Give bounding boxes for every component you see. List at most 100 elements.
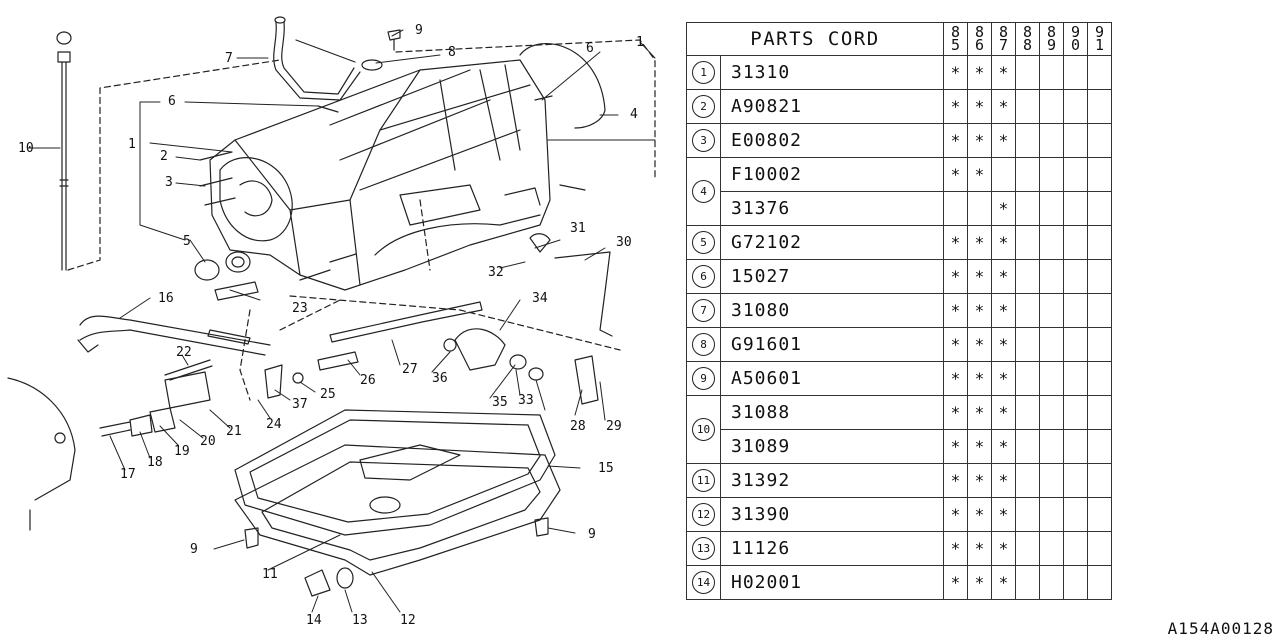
ref-number: 4 (692, 180, 715, 203)
callout-number: 31 (570, 221, 586, 236)
ref-number: 11 (692, 469, 715, 492)
year-mark (1039, 531, 1064, 566)
ref-cell: 9 (686, 361, 721, 396)
year-mark (1063, 123, 1088, 158)
part-code: 15027 (720, 259, 944, 294)
table-row: 31376* (687, 191, 1112, 226)
year-mark: * (967, 293, 992, 328)
callout-number: 12 (400, 613, 416, 628)
ref-number: 5 (692, 231, 715, 254)
year-mark (1063, 89, 1088, 124)
pin-drawing (214, 281, 259, 301)
year-mark (1039, 327, 1064, 362)
cable-drawing (77, 315, 271, 356)
year-mark (1063, 225, 1088, 260)
year-mark (1087, 293, 1112, 328)
year-mark: * (943, 225, 968, 260)
part-code: 31376 (720, 191, 944, 226)
callout-number: 1 (128, 137, 136, 152)
part-code: H02001 (720, 565, 944, 600)
year-mark (1087, 531, 1112, 566)
callout-number: 7 (225, 51, 233, 66)
year-mark (1015, 123, 1040, 158)
year-mark (1087, 123, 1112, 158)
year-mark (1015, 395, 1040, 430)
year-mark (943, 191, 968, 226)
year-mark (1039, 429, 1064, 464)
year-mark: * (943, 123, 968, 158)
year-mark: * (991, 463, 1016, 498)
year-digit: 9 (1046, 36, 1057, 54)
year-mark (1039, 89, 1064, 124)
callout-number: 29 (606, 419, 622, 434)
callout-number: 32 (488, 265, 504, 280)
year-mark (1063, 259, 1088, 294)
exploded-parts-diagram: 1123456678999101112131415161718192021222… (7, 16, 656, 628)
ref-cell: 6 (686, 259, 721, 294)
part-code: 31310 (720, 55, 944, 90)
year-mark: * (991, 361, 1016, 396)
part-code: 11126 (720, 531, 944, 566)
year-mark (1015, 327, 1040, 362)
year-mark (1063, 55, 1088, 90)
seal-drawing (194, 259, 220, 281)
year-mark (1039, 497, 1064, 532)
callout-number: 2 (160, 149, 168, 164)
year-mark (1063, 191, 1088, 226)
callout-number: 16 (158, 291, 174, 306)
ref-cell: 8 (686, 327, 721, 362)
ref-number: 14 (692, 571, 715, 594)
year-mark: * (991, 225, 1016, 260)
year-mark: * (991, 531, 1016, 566)
year-mark: * (991, 327, 1016, 362)
part-code: F10002 (720, 157, 944, 192)
callout-number: 27 (402, 362, 418, 377)
year-mark: * (967, 463, 992, 498)
drawing-id: A154A00128 (1167, 619, 1274, 638)
year-mark: * (943, 55, 968, 90)
year-mark: * (943, 531, 968, 566)
year-mark: * (967, 497, 992, 532)
callout-number: 17 (120, 467, 136, 482)
year-mark (1015, 497, 1040, 532)
year-mark (1087, 89, 1112, 124)
year-mark: * (967, 429, 992, 464)
pan-gasket-drawing (234, 409, 556, 536)
year-mark (1087, 429, 1112, 464)
year-mark (1087, 259, 1112, 294)
year-mark (1015, 259, 1040, 294)
part-code: 31080 (720, 293, 944, 328)
year-digit: 6 (974, 36, 985, 54)
callout-number: 24 (266, 417, 282, 432)
year-mark (1039, 361, 1064, 396)
year-mark (1039, 463, 1064, 498)
year-mark (991, 157, 1016, 192)
callout-number: 23 (292, 301, 308, 316)
year-digit: 0 (1070, 36, 1081, 54)
year-mark: * (943, 89, 968, 124)
year-digit: 8 (998, 23, 1009, 41)
year-mark (1015, 531, 1040, 566)
callout-number: 22 (176, 345, 192, 360)
year-mark: * (967, 89, 992, 124)
year-mark (1063, 463, 1088, 498)
year-mark: * (991, 429, 1016, 464)
ref-cell: 4 (686, 157, 721, 226)
callout-number: 6 (586, 41, 594, 56)
bolt-22-drawing (164, 359, 213, 381)
year-mark: * (967, 531, 992, 566)
year-mark (1063, 429, 1088, 464)
callout-number: 11 (262, 567, 278, 582)
year-mark: * (967, 123, 992, 158)
